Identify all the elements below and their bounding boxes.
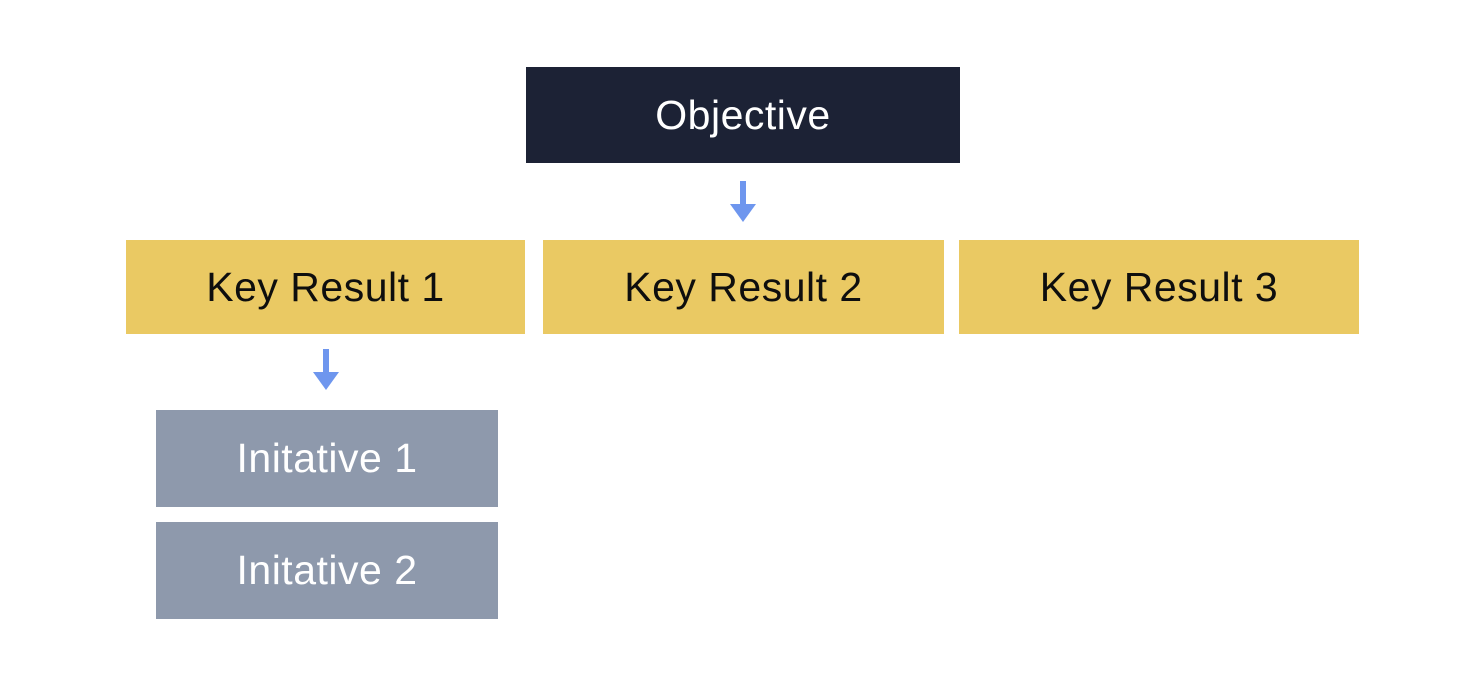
initiative-1-label: Initative 1 bbox=[236, 435, 418, 481]
key-result-1-label: Key Result 1 bbox=[206, 263, 445, 310]
down-arrow-icon bbox=[323, 349, 329, 372]
down-arrow-head-icon bbox=[313, 372, 339, 390]
key-result-2-box: Key Result 2 bbox=[543, 240, 944, 334]
initiative-2-label: Initative 2 bbox=[236, 547, 418, 593]
objective-label: Objective bbox=[655, 91, 831, 138]
key-result-3-label: Key Result 3 bbox=[1039, 263, 1279, 310]
down-arrow-icon bbox=[740, 181, 746, 204]
down-arrow-head-icon bbox=[730, 204, 756, 222]
initiative-2-box: Initative 2 bbox=[156, 522, 498, 619]
key-result-2-label: Key Result 2 bbox=[624, 263, 863, 310]
arrow-objective-to-key-results bbox=[730, 181, 756, 222]
arrow-key-result-1-to-initiatives bbox=[313, 349, 339, 390]
key-result-1-box: Key Result 1 bbox=[126, 240, 525, 334]
key-result-3-box: Key Result 3 bbox=[959, 240, 1359, 334]
objective-box: Objective bbox=[526, 67, 960, 163]
initiative-1-box: Initative 1 bbox=[156, 410, 498, 507]
